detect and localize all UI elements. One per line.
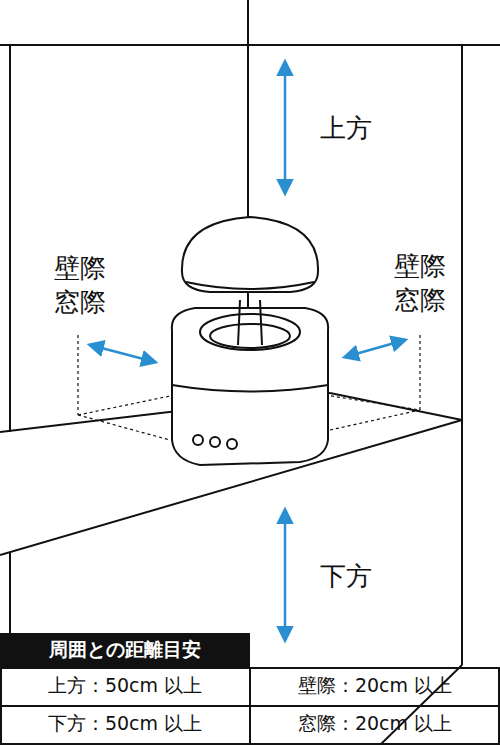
table-cell: 下方：50cm 以上 [48,712,202,736]
side-label: 壁際 窓際 [390,250,450,318]
direction-label: 下方 [320,560,372,593]
table-cell: 窓際：20cm 以上 [298,712,452,736]
table-cell: 上方：50cm 以上 [48,674,202,698]
side-label: 壁際 窓際 [50,252,110,320]
table-heading: 周囲との距離目安 [49,638,201,662]
direction-label: 上方 [320,112,372,145]
table-cell: 壁際：20cm 以上 [298,674,452,698]
